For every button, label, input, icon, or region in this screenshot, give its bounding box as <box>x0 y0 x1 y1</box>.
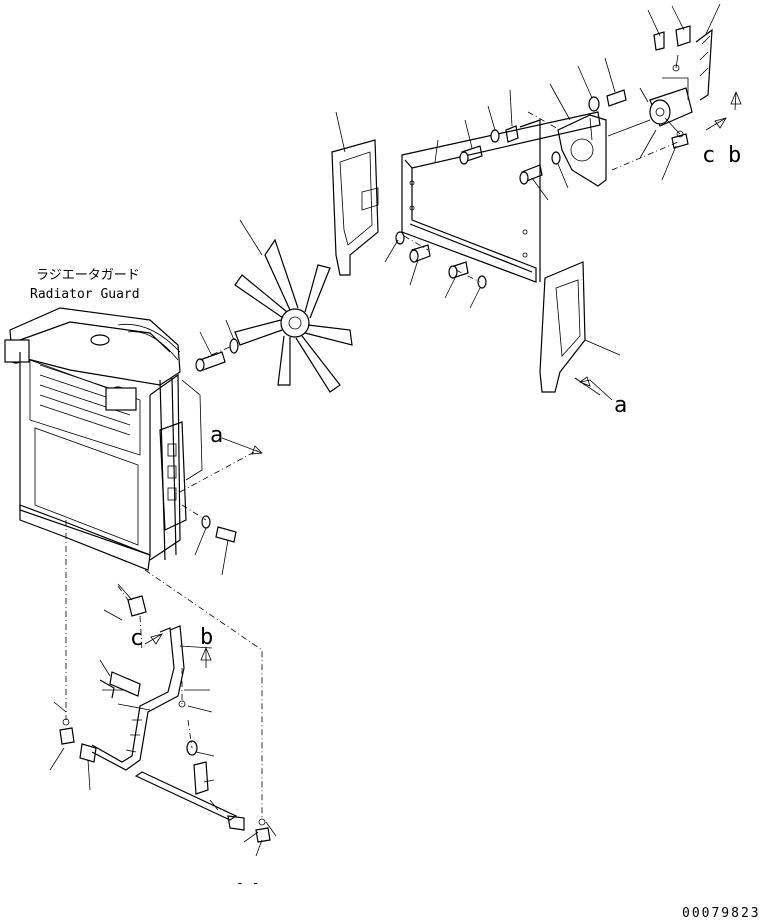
title-english: Radiator Guard <box>30 287 140 302</box>
right-bracket <box>539 261 621 396</box>
bolt-washer-fan <box>195 319 239 372</box>
page-marks: - - <box>236 876 259 891</box>
callout-a-right: a <box>614 393 627 418</box>
callout-a-left: a <box>210 423 223 448</box>
callout-c-top: c <box>702 143 715 168</box>
left-bracket <box>331 111 379 276</box>
callout-arrows <box>144 90 742 668</box>
callout-b-bottom: b <box>200 625 213 650</box>
callout-c-bottom: c <box>130 626 143 651</box>
bolts-middle <box>384 231 487 309</box>
drawing-number: 00079823 <box>682 906 760 921</box>
callout-b-top: b <box>728 143 741 168</box>
radiator-assembly <box>4 307 203 571</box>
fan <box>234 219 353 393</box>
side-bolts <box>194 515 237 576</box>
hose-assembly <box>49 583 277 857</box>
guard-frame <box>401 111 601 283</box>
upper-plate <box>459 57 627 201</box>
title-japanese: ラジエータガード <box>36 268 140 283</box>
valve-assembly <box>607 3 721 181</box>
connection-lines <box>65 141 679 820</box>
